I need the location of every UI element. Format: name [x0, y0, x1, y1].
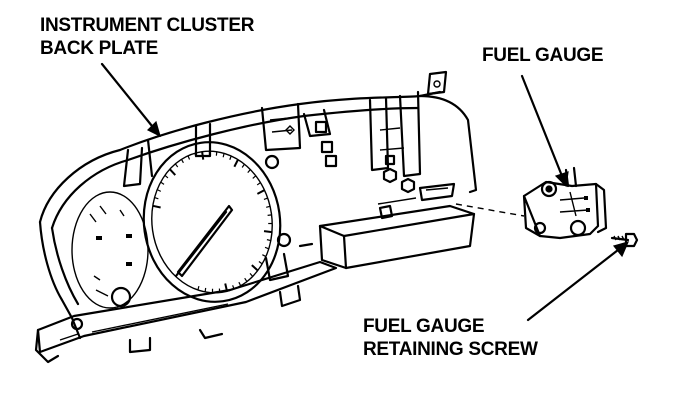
dial-tick	[244, 277, 248, 282]
fuel-gauge-drawing	[522, 166, 608, 240]
dial-tick	[249, 273, 254, 277]
fuel-gauge-callout-text: FUEL GAUGE	[482, 45, 604, 66]
back-plate-callout: INSTRUMENT CLUSTER BACK PLATE	[40, 14, 254, 60]
dial-tick	[180, 159, 184, 164]
dial-tick	[258, 261, 263, 265]
dial-tick	[164, 174, 169, 179]
fuel-gauge-callout: FUEL GAUGE	[482, 44, 604, 67]
dial-tick	[222, 153, 225, 158]
dial-tick	[266, 205, 271, 208]
back-plate-callout-line-2: BACK PLATE	[40, 38, 159, 59]
dial-tick	[156, 189, 162, 192]
dial-tick	[262, 254, 267, 258]
dial-tick	[247, 169, 251, 173]
leader-arrows	[100, 62, 630, 322]
dial-tick	[263, 197, 268, 201]
dial-tick	[154, 196, 159, 200]
dial-tick	[152, 204, 161, 209]
dial-tick	[233, 159, 239, 168]
dial-tick	[187, 155, 191, 160]
back-plate-callout-line-1: INSTRUMENT CLUSTER	[40, 15, 255, 36]
retaining-screw-callout-line-2: RETAINING SCREW	[363, 339, 538, 360]
dial-tick	[169, 168, 177, 176]
dial-tick	[197, 285, 200, 291]
dial-tick	[160, 181, 165, 185]
dial-tick	[241, 163, 245, 168]
dial-tick	[174, 163, 179, 168]
dial-tick	[251, 264, 259, 272]
retaining-screw-callout: FUEL GAUGE RETAINING SCREW	[363, 315, 538, 361]
retaining-screw-callout-line-1: FUEL GAUGE	[363, 316, 485, 337]
dial-tick	[256, 189, 265, 195]
instrument-cluster-drawing	[34, 70, 478, 364]
dial-tick	[252, 175, 257, 179]
dial-tick	[263, 230, 273, 234]
dial-tick	[232, 285, 235, 290]
dial-tick	[238, 281, 242, 287]
dial-tick	[266, 239, 271, 242]
dial-tick	[204, 287, 207, 292]
dial-tick	[224, 283, 228, 292]
dial-tick	[256, 182, 261, 186]
alignment-dashed-line	[455, 203, 525, 217]
dial-tick	[229, 155, 232, 160]
dial-tick	[264, 246, 269, 250]
